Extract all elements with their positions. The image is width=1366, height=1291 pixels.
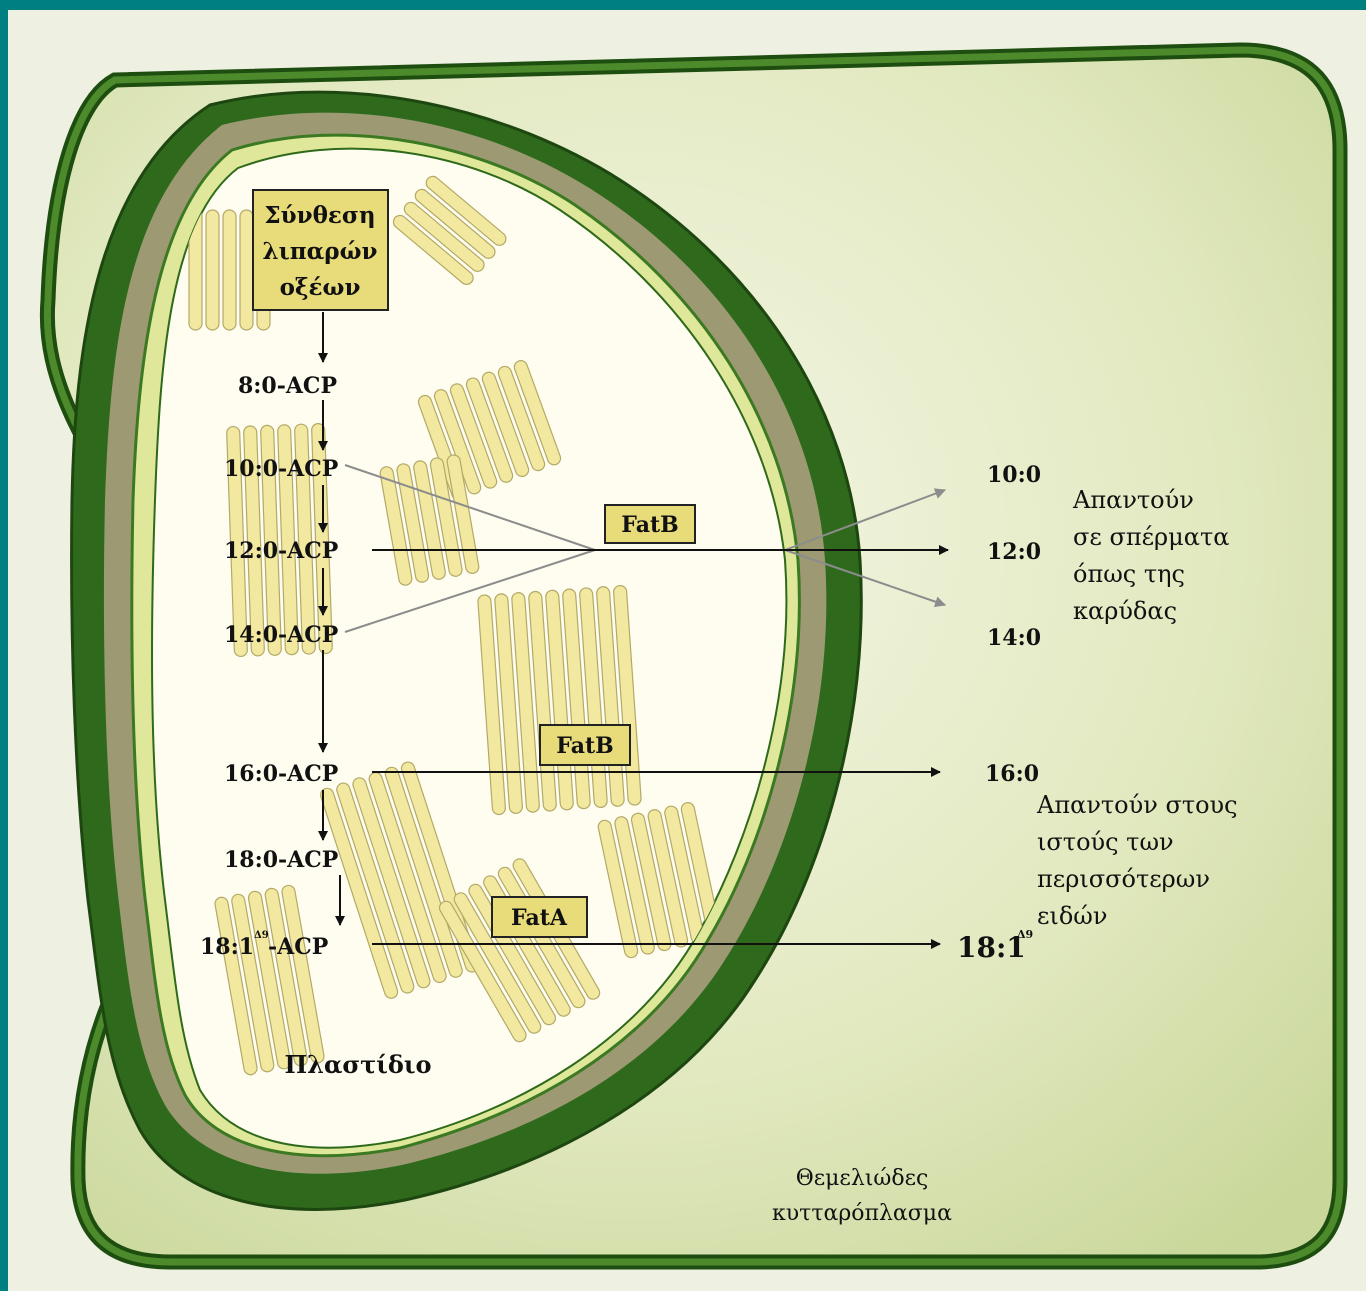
- fatb-upper-label: FatB: [621, 512, 678, 538]
- thylakoid-disc: [223, 210, 236, 330]
- product-10-0: 10:0: [987, 462, 1041, 488]
- enzyme-fatb-lower: FatB: [540, 725, 630, 765]
- most-species-line-2: ιστούς των: [1037, 828, 1174, 856]
- most-species-line-1: Απαντούν στους: [1036, 791, 1238, 819]
- acp-10-0: 10:0-ACP: [224, 456, 338, 482]
- acp-14-0: 14:0-ACP: [224, 622, 338, 648]
- thylakoid-stack: [478, 585, 642, 815]
- most-species-line-3: περισσότερων: [1037, 865, 1210, 893]
- product-14-0: 14:0: [987, 625, 1041, 651]
- enzyme-fata: FatA: [492, 897, 587, 937]
- synthesis-line-2: λιπαρών: [263, 238, 378, 265]
- acp-8-0: 8:0-ACP: [238, 373, 337, 399]
- coconut-note-line-3: όπως της: [1073, 560, 1185, 588]
- coconut-note-line-4: καρύδας: [1073, 597, 1177, 625]
- fatty-acid-synthesis-diagram: Σύνθεση λιπαρών οξέων 8:0-ACP 10:0-ACP 1…: [8, 10, 1366, 1291]
- fatty-acid-synthesis-box: Σύνθεση λιπαρών οξέων: [253, 190, 388, 310]
- most-species-line-4: ειδών: [1037, 902, 1107, 930]
- enzyme-fatb-upper: FatB: [605, 505, 695, 543]
- synthesis-line-3: οξέων: [280, 274, 361, 301]
- diagram-area: Σύνθεση λιπαρών οξέων 8:0-ACP 10:0-ACP 1…: [8, 10, 1366, 1291]
- coconut-note-line-1: Απαντούν: [1072, 486, 1194, 514]
- coconut-note-line-2: σε σπέρματα: [1073, 523, 1229, 551]
- synthesis-line-1: Σύνθεση: [264, 202, 375, 229]
- fata-label: FatA: [511, 905, 568, 931]
- thylakoid-disc: [206, 210, 219, 330]
- product-18-1-superscript: Δ9: [1017, 928, 1033, 941]
- acp-18-1-suffix: -ACP: [268, 934, 328, 960]
- plastid-label: Πλαστίδιο: [284, 1050, 431, 1079]
- product-16-0: 16:0: [985, 761, 1039, 787]
- acp-12-0: 12:0-ACP: [224, 538, 338, 564]
- product-12-0: 12:0: [987, 539, 1041, 565]
- cytoplasm-label-line-2: κυτταρόπλασμα: [772, 1201, 952, 1226]
- thylakoid-disc: [240, 210, 253, 330]
- acp-16-0: 16:0-ACP: [224, 761, 338, 787]
- product-18-1: 18:1: [957, 931, 1026, 964]
- acp-18-1-prefix: 18:1: [200, 934, 254, 960]
- cytoplasm-label-line-1: Θεμελιώδες: [796, 1166, 929, 1191]
- acp-18-1-superscript: Δ9: [254, 930, 269, 941]
- fatb-lower-label: FatB: [556, 733, 613, 759]
- acp-18-0: 18:0-ACP: [224, 847, 338, 873]
